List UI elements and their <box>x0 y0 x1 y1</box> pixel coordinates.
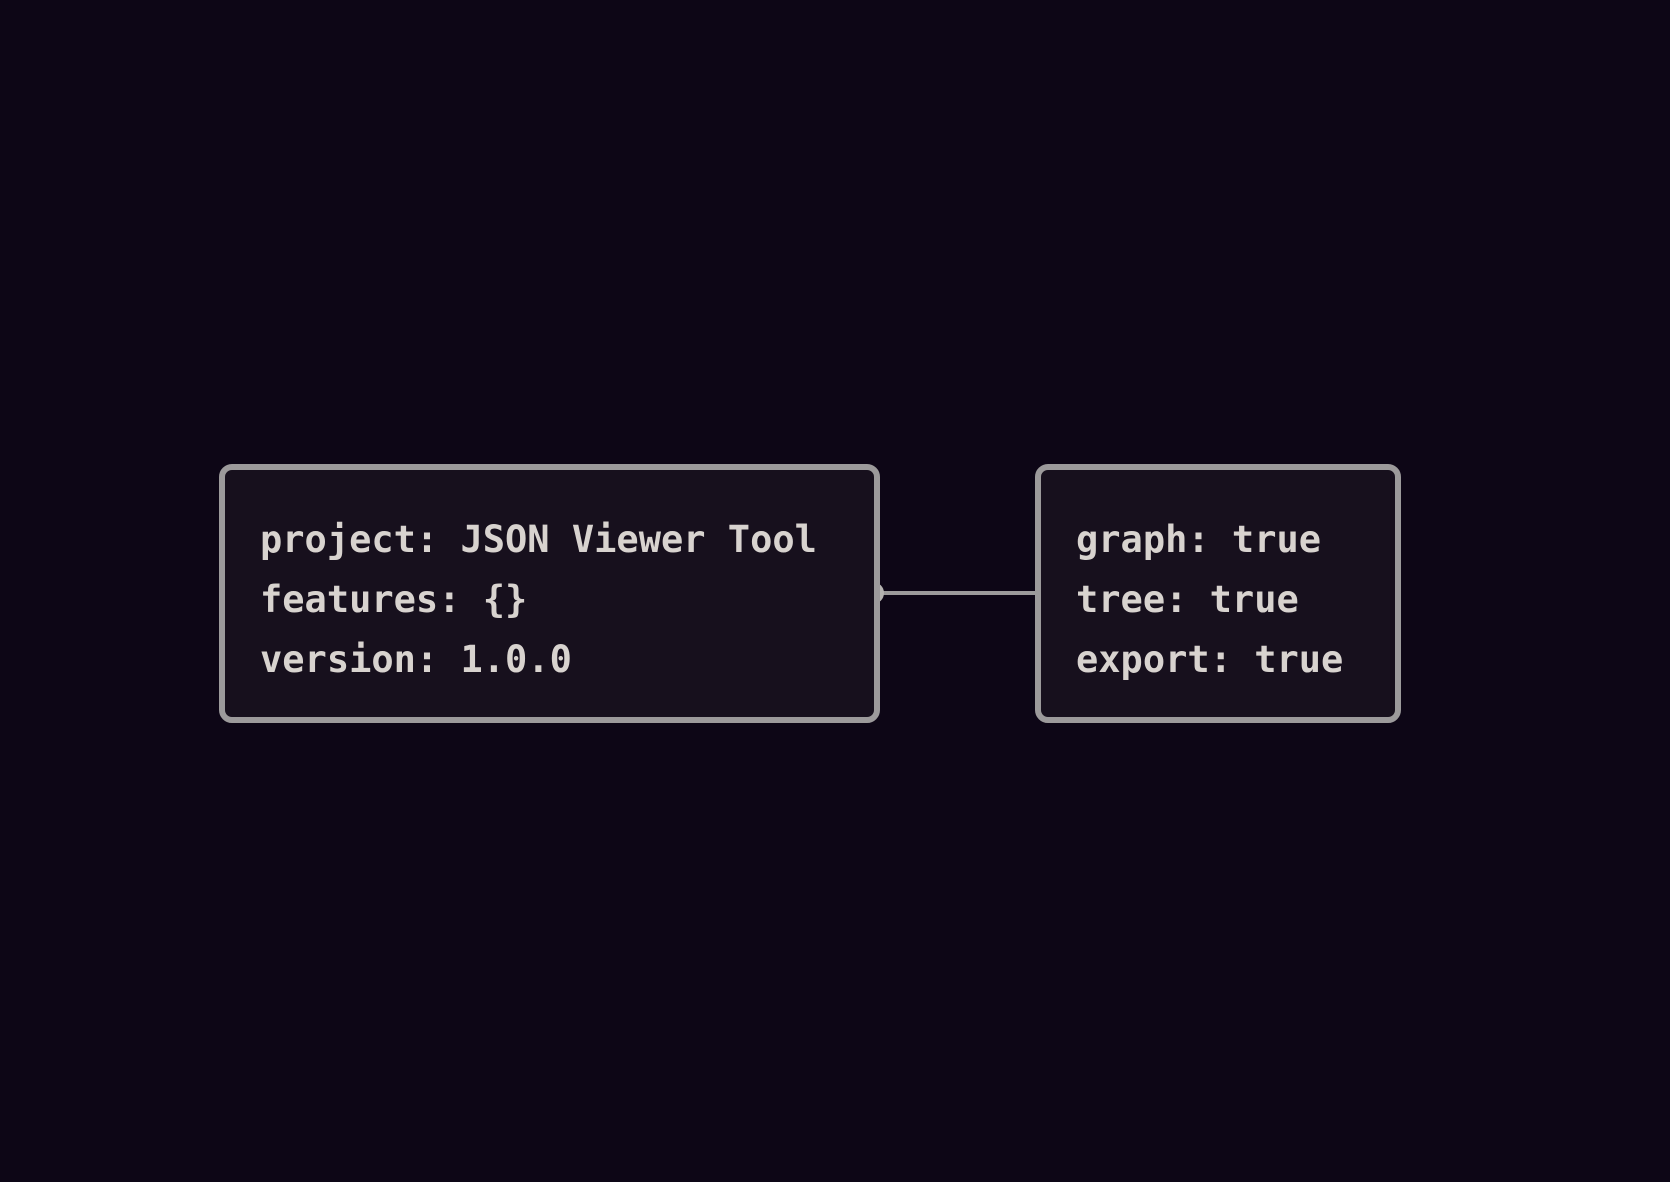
row-export: export: true <box>1076 638 1344 681</box>
row-graph: graph: true <box>1076 518 1322 561</box>
row-project: project: JSON Viewer Tool <box>260 518 817 561</box>
row-tree: tree: true <box>1076 578 1299 621</box>
node-root-object[interactable]: project: JSON Viewer Tool features: {} v… <box>219 464 880 723</box>
row-features: features: {} <box>260 578 528 621</box>
node-features-object[interactable]: graph: true tree: true export: true <box>1035 464 1401 723</box>
row-version: version: 1.0.0 <box>260 638 572 681</box>
node-features-rows: graph: true tree: true export: true <box>1076 510 1343 690</box>
node-root-rows: project: JSON Viewer Tool features: {} v… <box>260 510 817 690</box>
